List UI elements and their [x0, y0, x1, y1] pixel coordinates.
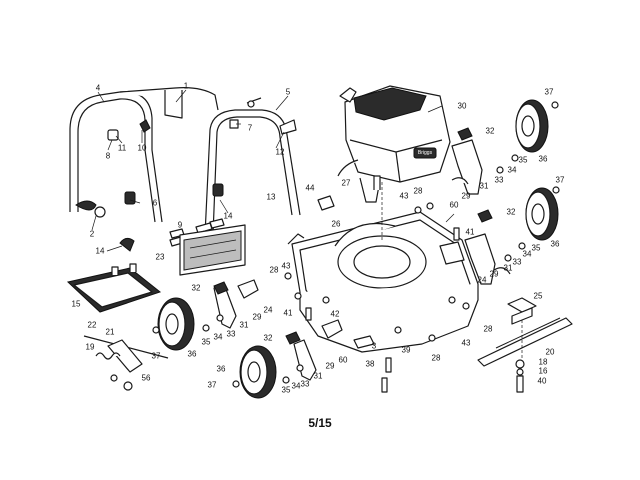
callout-37b: 37 [556, 176, 565, 185]
callout-28a: 28 [270, 266, 279, 275]
callout-33d: 33 [301, 380, 310, 389]
callout-6: 6 [153, 199, 158, 208]
callout-7: 7 [248, 124, 253, 133]
callout-19: 19 [86, 343, 95, 352]
callout-28d: 28 [432, 354, 441, 363]
callout-3: 3 [372, 342, 377, 351]
callout-31a: 31 [480, 182, 489, 191]
callout-32b: 32 [507, 208, 516, 217]
callout-25: 25 [534, 292, 543, 301]
mower-deck [287, 211, 479, 353]
fasteners [152, 101, 560, 393]
callout-24b: 24 [478, 276, 487, 285]
callout-1: 1 [184, 82, 189, 91]
callout-32c: 32 [192, 284, 201, 293]
callout-37d: 37 [208, 381, 217, 390]
callout-43a: 43 [400, 192, 409, 201]
callout-42: 42 [331, 310, 340, 319]
handle-brackets [75, 97, 297, 252]
callout-9: 9 [178, 221, 183, 230]
callout-60a: 60 [450, 201, 459, 210]
callout-29d: 29 [326, 362, 335, 371]
callout-12: 12 [276, 148, 285, 157]
wheel-rear-left [157, 297, 195, 351]
callout-34c: 34 [214, 333, 223, 342]
callout-34d: 34 [292, 382, 301, 391]
callout-26: 26 [332, 220, 341, 229]
callout-2: 2 [90, 230, 95, 239]
callout-27: 27 [342, 179, 351, 188]
callout-37a: 37 [545, 88, 554, 97]
height-adjusters [213, 127, 511, 381]
callout-28c: 28 [484, 325, 493, 334]
lower-handle [204, 109, 301, 236]
leader-lines [91, 89, 455, 252]
callout-34a: 34 [508, 166, 517, 175]
callout-32d: 32 [264, 334, 273, 343]
callout-38: 38 [366, 360, 375, 369]
callout-10: 10 [138, 144, 147, 153]
callout-31b: 31 [504, 264, 513, 273]
callout-labels: 1 2 3 4 5 6 7 8 9 10 11 12 13 14 14 15 1… [72, 82, 565, 395]
callout-60b: 60 [339, 356, 348, 365]
callout-33b: 33 [513, 258, 522, 267]
callout-30: 30 [458, 102, 467, 111]
callout-21: 21 [106, 328, 115, 337]
blade-assembly [477, 297, 573, 393]
callout-23: 23 [156, 253, 165, 262]
discharge-chute [66, 263, 162, 313]
callout-14b: 14 [96, 247, 105, 256]
callout-29c: 29 [253, 313, 262, 322]
callout-34b: 34 [523, 250, 532, 259]
callout-41b: 41 [284, 309, 293, 318]
callout-44: 44 [306, 184, 315, 193]
callout-18: 18 [539, 358, 548, 367]
callout-35c: 35 [202, 338, 211, 347]
rear-deflector [179, 224, 246, 276]
callout-20: 20 [546, 348, 555, 357]
callout-16: 16 [539, 367, 548, 376]
callout-32a: 32 [486, 127, 495, 136]
callout-35b: 35 [532, 244, 541, 253]
wheel-rear-right [515, 99, 549, 153]
wheel-front-right [525, 187, 559, 241]
callout-35d: 35 [282, 386, 291, 395]
front-axle-assembly [83, 335, 169, 391]
callout-33a: 33 [495, 176, 504, 185]
callout-29a: 29 [462, 192, 471, 201]
callout-56: 56 [142, 374, 151, 383]
callout-14a: 14 [224, 212, 233, 221]
wheel-front-left [239, 345, 277, 399]
callout-28b: 28 [414, 187, 423, 196]
callout-13: 13 [267, 193, 276, 202]
callout-33c: 33 [227, 330, 236, 339]
callout-24a: 24 [264, 306, 273, 315]
callout-4: 4 [96, 84, 101, 93]
engine-badge: Briggs [418, 150, 433, 156]
callout-8: 8 [106, 152, 111, 161]
callout-43b: 43 [282, 262, 291, 271]
callout-36a: 36 [539, 155, 548, 164]
callout-35a: 35 [519, 156, 528, 165]
callout-37c: 37 [152, 352, 161, 361]
callout-40: 40 [538, 377, 547, 386]
callout-11: 11 [118, 144, 127, 153]
callout-31c: 31 [240, 321, 249, 330]
callout-22: 22 [88, 321, 97, 330]
upper-handle [69, 87, 219, 223]
engine: Briggs [337, 85, 451, 240]
callout-29b: 29 [490, 270, 499, 279]
callout-41a: 41 [466, 228, 475, 237]
callout-31d: 31 [314, 372, 323, 381]
callout-36c: 36 [188, 350, 197, 359]
callout-43c: 43 [462, 339, 471, 348]
callout-36d: 36 [217, 365, 226, 374]
callout-39: 39 [402, 346, 411, 355]
callout-36b: 36 [551, 240, 560, 249]
page-number: 5/15 [308, 416, 332, 430]
callout-15: 15 [72, 300, 81, 309]
callout-5: 5 [286, 88, 291, 97]
